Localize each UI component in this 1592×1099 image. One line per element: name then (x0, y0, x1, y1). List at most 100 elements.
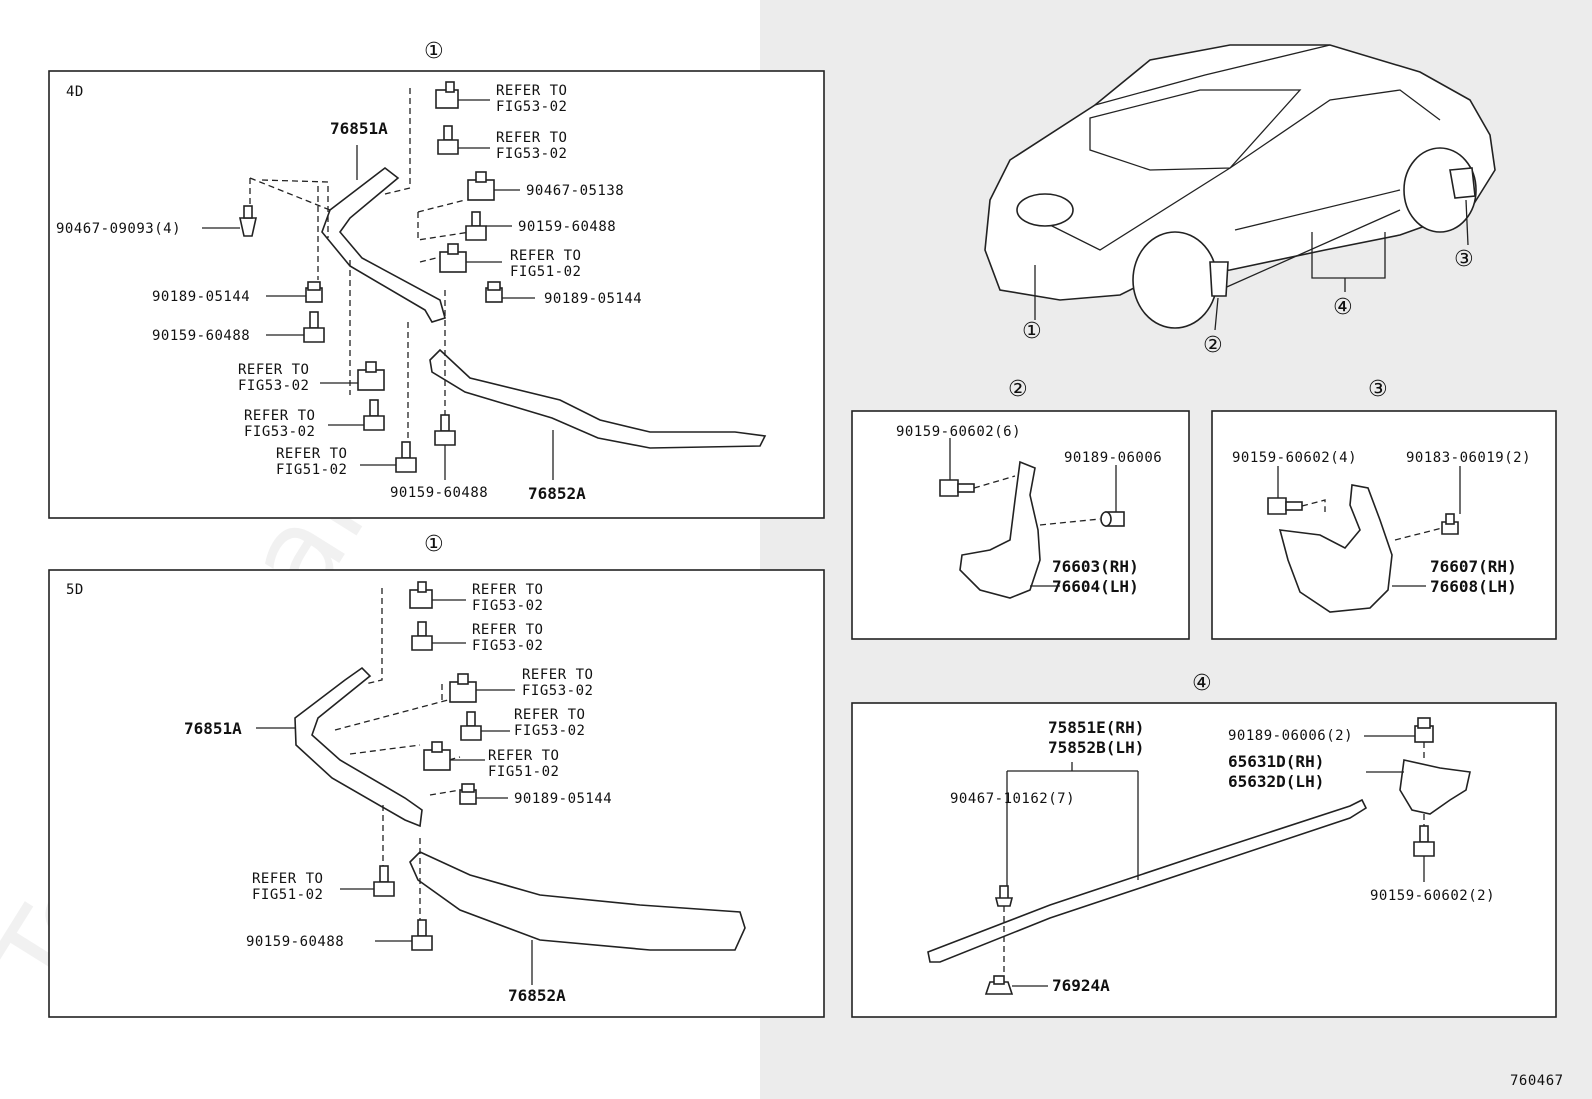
part-75852b[interactable]: 75852B(LH) (1048, 738, 1144, 757)
figure-id: 760467 (1510, 1073, 1564, 1089)
retainer-lower-5d[interactable] (409, 851, 746, 951)
part-4d-90189-05144-l[interactable]: 90189-05144 (152, 289, 250, 305)
part-4d-90467-05138[interactable]: 90467-05138 (526, 183, 624, 199)
part-4d-90467-09093[interactable]: 90467-09093(4) (56, 221, 181, 237)
screw-panel3[interactable] (1267, 497, 1303, 515)
ref-5d-5a: REFER TO (488, 748, 559, 764)
part-90159-60602-4[interactable]: 90159-60602(4) (1232, 450, 1357, 466)
ref-4d-2a: REFER TO (496, 130, 567, 146)
mudflap-front-part[interactable] (959, 460, 1041, 599)
clip-5d-top[interactable] (409, 581, 433, 609)
car-marker-1: ① (1022, 319, 1042, 344)
ref-4d-1b: FIG53-02 (496, 99, 567, 115)
panel-5d-label: 5D (66, 582, 84, 598)
part-5d-90159-60488[interactable]: 90159-60488 (246, 934, 344, 950)
ref-4d-2b: FIG53-02 (496, 146, 567, 162)
clip-5d-b[interactable] (449, 673, 477, 703)
clip-4d-d[interactable] (357, 361, 385, 391)
part-76607[interactable]: 76607(RH) (1430, 557, 1517, 576)
retainer-panel4[interactable] (984, 975, 1014, 995)
marker-2: ② (1008, 377, 1028, 402)
nut-panel4[interactable] (1414, 717, 1434, 743)
marker-4: ④ (1192, 671, 1212, 696)
part-5d-90189-05144[interactable]: 90189-05144 (514, 791, 612, 807)
part-4d-90159-60488-bot[interactable]: 90159-60488 (390, 485, 488, 501)
nut-panel2[interactable] (1100, 511, 1125, 527)
part-90189-06006[interactable]: 90189-06006 (1064, 450, 1162, 466)
ref-4d-3b: FIG51-02 (510, 264, 581, 280)
ref-4d-4a: REFER TO (238, 362, 309, 378)
part-5d-76852a[interactable]: 76852A (508, 986, 566, 1005)
ref-5d-3b: FIG53-02 (522, 683, 593, 699)
part-4d-76852a[interactable]: 76852A (528, 484, 586, 503)
ref-5d-2b: FIG53-02 (472, 638, 543, 654)
marker-1-mid: ① (424, 532, 444, 557)
part-90189-06006-2[interactable]: 90189-06006(2) (1228, 728, 1353, 744)
bolt-4d-f[interactable] (434, 414, 456, 446)
nut-4d-left[interactable] (305, 281, 323, 303)
screw-panel2[interactable] (939, 479, 975, 497)
bolt-5d-bot[interactable] (411, 919, 433, 951)
ref-5d-4b: FIG53-02 (514, 723, 585, 739)
ref-4d-3a: REFER TO (510, 248, 581, 264)
bolt-4d-left[interactable] (303, 311, 325, 343)
clip-4d-b[interactable] (467, 171, 495, 201)
nut-5d[interactable] (459, 783, 477, 805)
part-76608[interactable]: 76608(LH) (1430, 577, 1517, 596)
part-90159-60602-2[interactable]: 90159-60602(2) (1370, 888, 1495, 904)
bolt-4d-e[interactable] (395, 441, 417, 473)
mudflap-rear (1449, 167, 1476, 199)
car-illustration (984, 44, 1496, 331)
part-4d-90159-60488-l[interactable]: 90159-60488 (152, 328, 250, 344)
ref-5d-6b: FIG51-02 (252, 887, 323, 903)
retainer-lower-4d[interactable] (429, 348, 767, 449)
part-90159-60602-6[interactable]: 90159-60602(6) (896, 424, 1021, 440)
part-76604[interactable]: 76604(LH) (1052, 577, 1139, 596)
retainer-upper-5d[interactable] (294, 666, 423, 828)
part-76924a[interactable]: 76924A (1052, 976, 1110, 995)
ref-5d-1b: FIG53-02 (472, 598, 543, 614)
front-wheel (1132, 231, 1218, 329)
part-5d-76851a[interactable]: 76851A (184, 719, 242, 738)
mudflap-front (1209, 261, 1229, 297)
ref-4d-6a: REFER TO (276, 446, 347, 462)
part-4d-76851a[interactable]: 76851A (330, 119, 388, 138)
marker-3: ③ (1368, 377, 1388, 402)
part-90183-06019[interactable]: 90183-06019(2) (1406, 450, 1531, 466)
marker-1-top: ① (424, 39, 444, 64)
part-90467-10162[interactable]: 90467-10162(7) (950, 791, 1075, 807)
ref-5d-1a: REFER TO (472, 582, 543, 598)
ref-4d-6b: FIG51-02 (276, 462, 347, 478)
clip-4d-c[interactable] (439, 243, 467, 273)
rocker-moulding[interactable] (927, 798, 1368, 963)
car-marker-4: ④ (1333, 295, 1353, 320)
ref-5d-6a: REFER TO (252, 871, 323, 887)
bolt-4d-b[interactable] (465, 211, 487, 241)
part-65632d[interactable]: 65632D(LH) (1228, 772, 1324, 791)
clip-4d-left[interactable] (239, 205, 257, 237)
clip-panel4[interactable] (994, 885, 1014, 907)
ref-4d-5a: REFER TO (244, 408, 315, 424)
part-76603[interactable]: 76603(RH) (1052, 557, 1139, 576)
panel-2 (851, 410, 1190, 640)
mudguard-pad[interactable] (1399, 759, 1471, 815)
part-4d-90189-05144-r[interactable]: 90189-05144 (544, 291, 642, 307)
bolt-5d-b[interactable] (460, 711, 482, 741)
part-65631d[interactable]: 65631D(RH) (1228, 752, 1324, 771)
clip-panel3[interactable] (1441, 513, 1459, 535)
car-marker-3: ③ (1454, 247, 1474, 272)
clip-4d-top[interactable] (435, 81, 459, 109)
ref-5d-2a: REFER TO (472, 622, 543, 638)
nut-4d-right[interactable] (485, 281, 503, 303)
part-4d-90159-60488-b[interactable]: 90159-60488 (518, 219, 616, 235)
ref-5d-4a: REFER TO (514, 707, 585, 723)
bolt-5d-top[interactable] (411, 621, 433, 651)
mudflap-rear-part[interactable] (1278, 484, 1393, 613)
bolt-5d-left[interactable] (373, 865, 395, 897)
ref-4d-4b: FIG53-02 (238, 378, 309, 394)
bolt-4d-d[interactable] (363, 399, 385, 431)
panel-4d-label: 4D (66, 84, 84, 100)
bolt-4d-top[interactable] (437, 125, 459, 155)
part-75851e[interactable]: 75851E(RH) (1048, 718, 1144, 737)
